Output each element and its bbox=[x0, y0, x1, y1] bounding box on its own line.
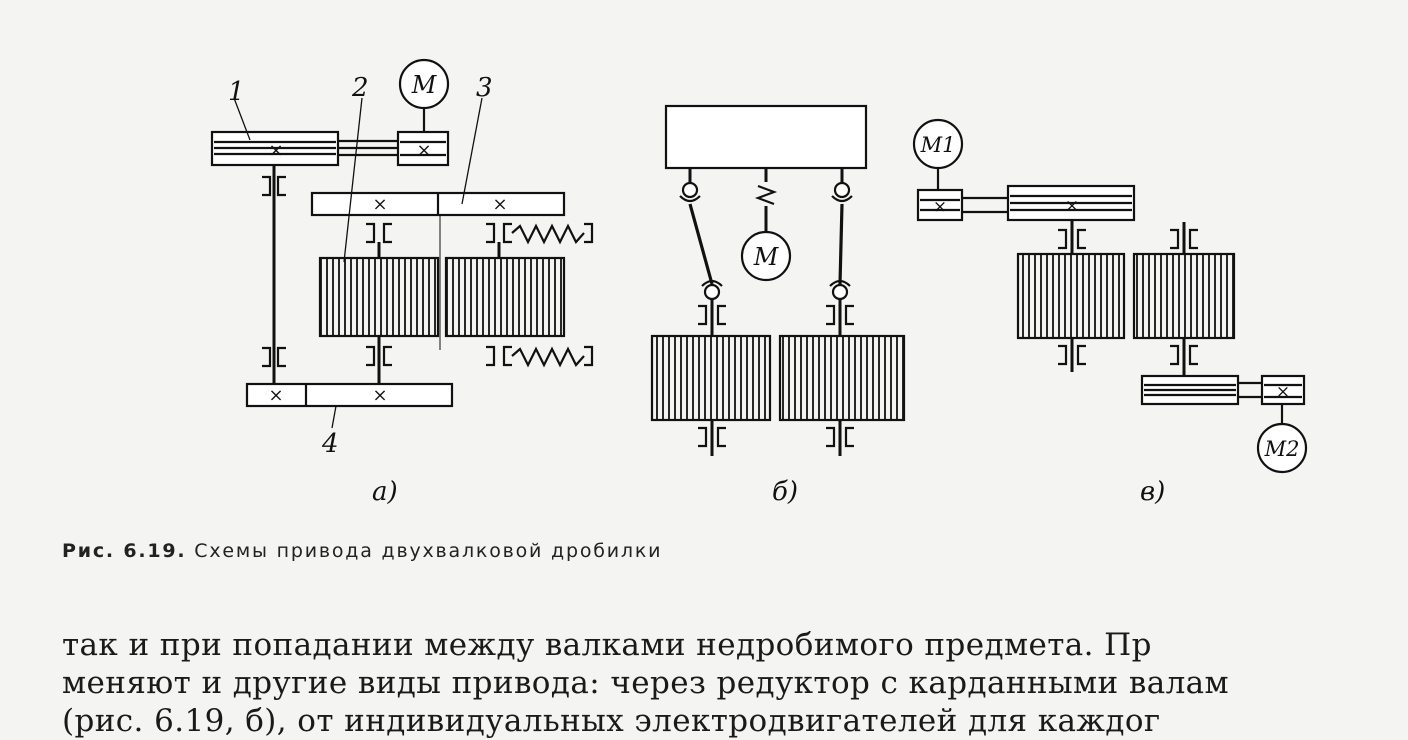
figure-caption-text: Схемы привода двухвалковой дробилки bbox=[194, 540, 663, 562]
roll-a-right bbox=[444, 256, 566, 338]
figure-number: Рис. 6.19. bbox=[62, 540, 187, 562]
svg-text:×: × bbox=[268, 385, 283, 406]
roll-v-left bbox=[1016, 252, 1126, 340]
label-3: 3 bbox=[476, 73, 493, 103]
label-1: 1 bbox=[228, 77, 245, 107]
svg-text:×: × bbox=[492, 194, 507, 215]
motor-v1-label: M1 bbox=[920, 133, 956, 157]
label-2: 2 bbox=[351, 73, 369, 103]
body-line: (рис. 6.19, б), от индивидуальных электр… bbox=[62, 703, 1161, 739]
coupling-a bbox=[396, 130, 450, 167]
svg-text:×: × bbox=[372, 194, 387, 215]
roll-b-right bbox=[778, 334, 906, 422]
motor-b-symbol bbox=[740, 230, 792, 282]
body-line: так и при попадании между валками недроб… bbox=[62, 627, 1152, 663]
motor-v2-label: M2 bbox=[1264, 437, 1300, 461]
scheme-v: M1 × × × M2 bbox=[912, 118, 1308, 474]
svg-text:×: × bbox=[372, 385, 387, 406]
drive-schemes-figure: M × × × × bbox=[210, 58, 1308, 507]
reducer-box bbox=[664, 104, 868, 170]
sublabel-a: а) bbox=[372, 477, 398, 507]
scheme-a: M × × × × bbox=[210, 58, 594, 429]
roll-a-left bbox=[318, 256, 440, 338]
roll-b-left bbox=[650, 334, 772, 422]
roll-v-right bbox=[1132, 252, 1236, 340]
svg-text:×: × bbox=[933, 197, 947, 217]
motor-b-label: M bbox=[753, 243, 780, 271]
motor-v2-symbol bbox=[1256, 422, 1308, 474]
spring-upper bbox=[511, 223, 585, 245]
svg-text:×: × bbox=[268, 140, 283, 161]
body-paragraph: так и при попадании между валками недроб… bbox=[62, 626, 1408, 740]
gear-4 bbox=[245, 382, 454, 408]
body-line: меняют и другие виды привода: через реду… bbox=[62, 665, 1230, 701]
sublabel-b: б) bbox=[772, 477, 798, 507]
svg-text:×: × bbox=[1276, 382, 1290, 402]
scheme-b: M bbox=[650, 104, 906, 456]
svg-text:×: × bbox=[1065, 196, 1079, 216]
svg-text:×: × bbox=[416, 140, 431, 161]
figure-caption: Рис. 6.19. Схемы привода двухвалковой др… bbox=[62, 540, 662, 562]
sublabel-v: в) bbox=[1140, 477, 1165, 507]
label-4: 4 bbox=[321, 429, 339, 459]
spring-lower bbox=[511, 346, 585, 368]
motor-a-label: M bbox=[411, 71, 438, 99]
